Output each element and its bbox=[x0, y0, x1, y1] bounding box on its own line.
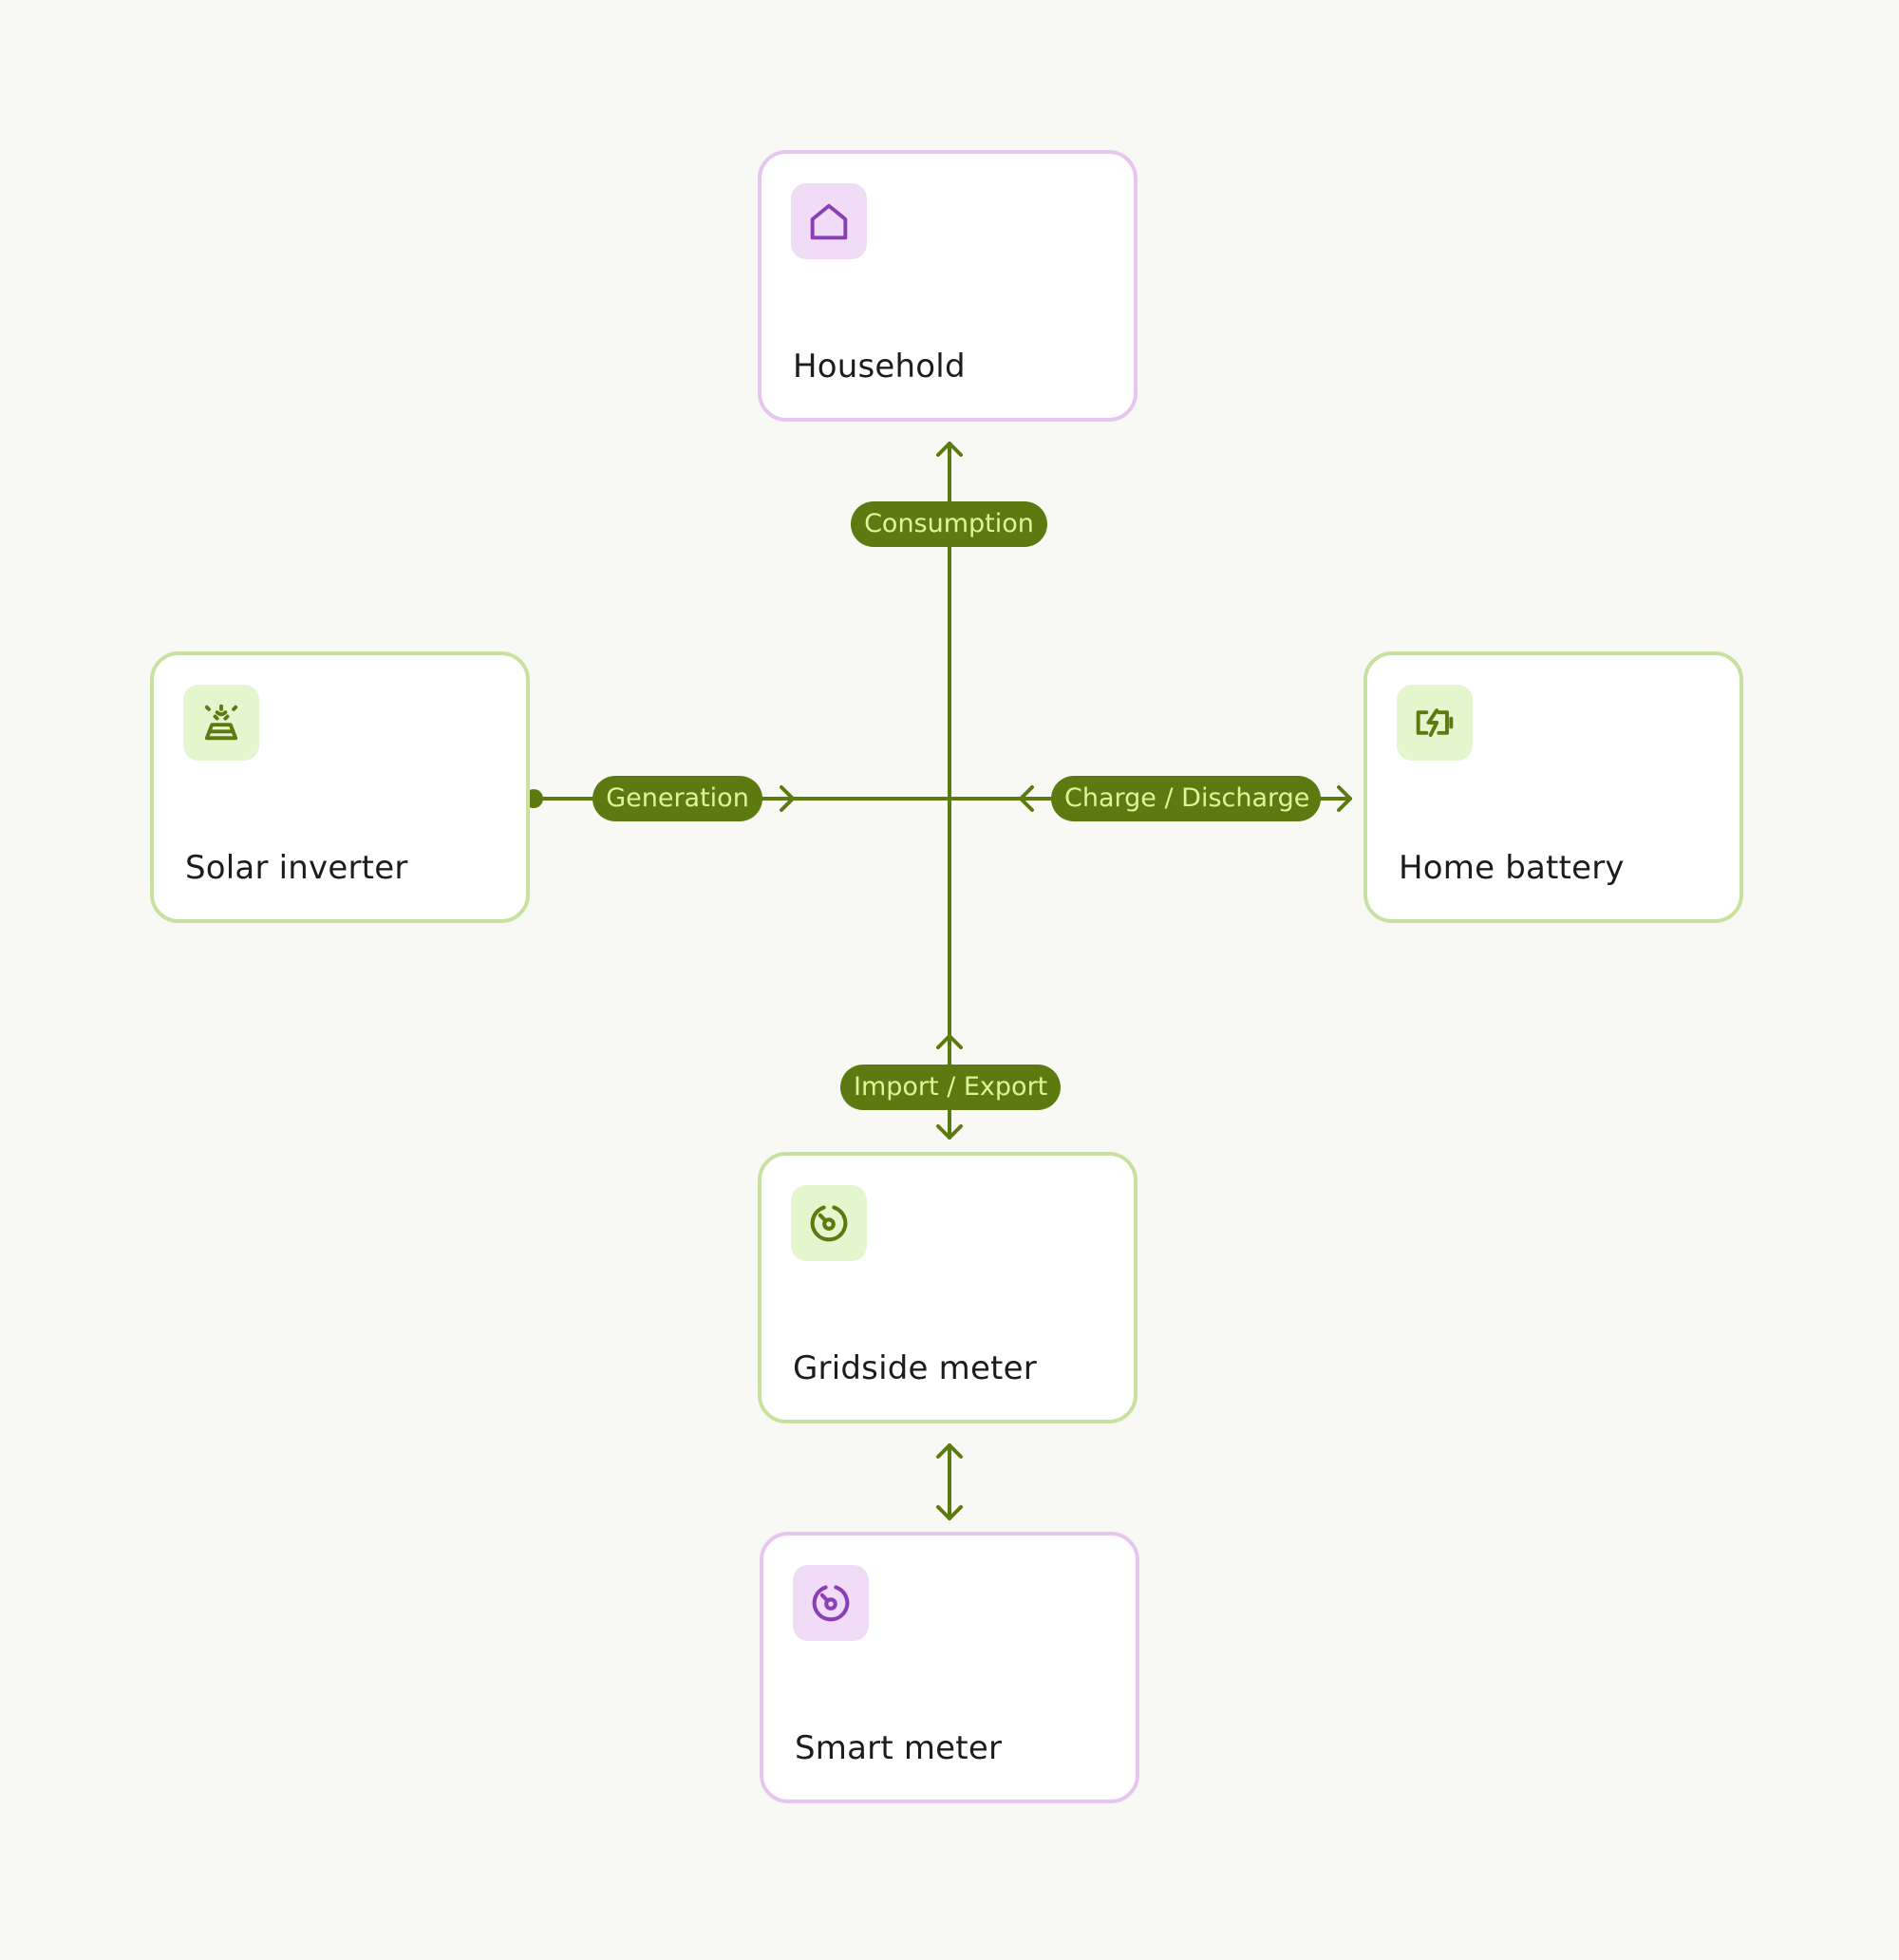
solar-inverter-label: Solar inverter bbox=[185, 849, 408, 887]
meter-link-up-arrowhead bbox=[936, 1443, 963, 1459]
gridside-meter-label: Gridside meter bbox=[793, 1349, 1037, 1387]
consumption-pill: Consumption bbox=[851, 501, 1047, 547]
smart-meter-node[interactable]: Smart meter bbox=[760, 1532, 1139, 1803]
import-export-pill: Import / Export bbox=[840, 1065, 1061, 1110]
smart-meter-label: Smart meter bbox=[795, 1729, 1003, 1767]
solar-panel-icon bbox=[183, 685, 259, 761]
meter-gauge-icon bbox=[793, 1565, 869, 1641]
household-arrowhead bbox=[936, 442, 963, 457]
generation-arrowhead bbox=[780, 785, 795, 812]
home-battery-label: Home battery bbox=[1399, 849, 1625, 887]
import-arrowhead bbox=[936, 1034, 963, 1049]
household-label: Household bbox=[793, 348, 966, 386]
household-node[interactable]: Household bbox=[758, 150, 1138, 422]
charge-arrowhead bbox=[1019, 785, 1034, 812]
battery-charging-icon bbox=[1397, 685, 1473, 761]
meter-gauge-icon bbox=[791, 1185, 867, 1261]
battery-arrowhead bbox=[1337, 785, 1352, 812]
gridside-meter-node[interactable]: Gridside meter bbox=[758, 1152, 1138, 1423]
generation-pill: Generation bbox=[592, 776, 762, 821]
meter-link-down-arrowhead bbox=[936, 1505, 963, 1520]
charge-discharge-pill: Charge / Discharge bbox=[1051, 776, 1321, 821]
house-icon bbox=[791, 183, 867, 259]
home-battery-node[interactable]: Home battery bbox=[1363, 651, 1743, 923]
export-arrowhead bbox=[936, 1124, 963, 1140]
solar-inverter-node[interactable]: Solar inverter bbox=[150, 651, 530, 923]
